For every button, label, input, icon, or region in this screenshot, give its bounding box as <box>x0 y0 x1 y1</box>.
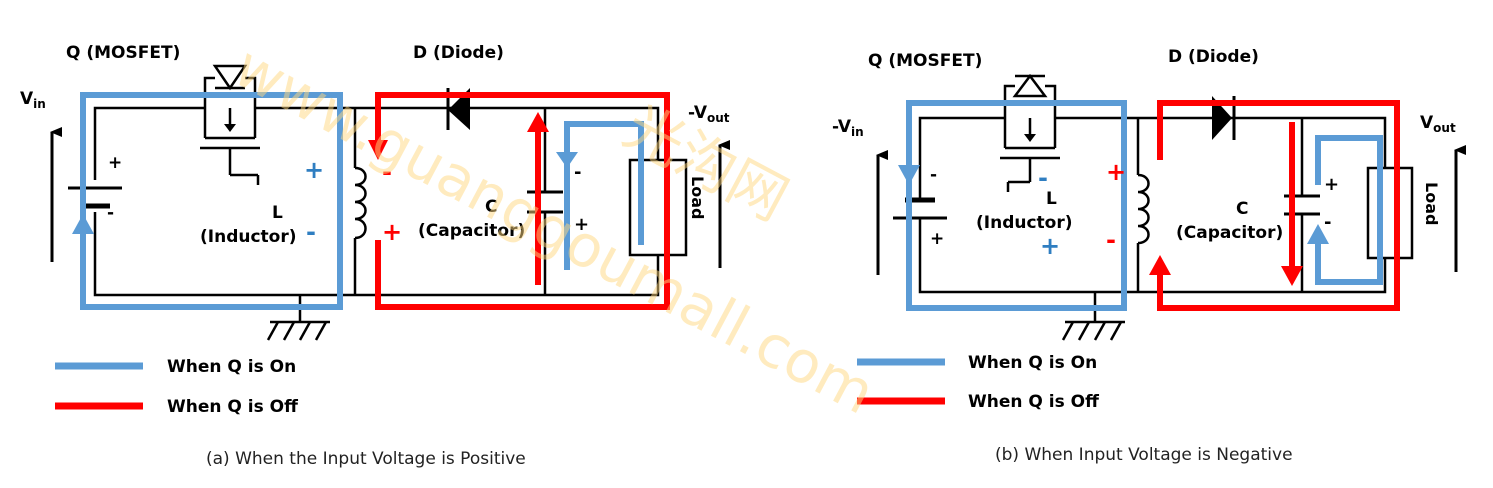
panel-a-battery-plus: + <box>108 153 122 173</box>
panel-b-capacitor-letter: C <box>1236 199 1248 219</box>
panel-a-vout-sub: out <box>707 111 730 125</box>
panel-b-cap-minus: - <box>1324 212 1331 233</box>
panel-a-inductor-red-plus: + <box>382 218 402 246</box>
panel-b-load-label: Load <box>1422 182 1441 225</box>
panel-a-inductor-blue-minus: - <box>306 218 316 246</box>
panel-b-load-resistor <box>1366 166 1414 260</box>
panel-b-inductor-blue-plus: + <box>1040 232 1060 260</box>
panel-b-capacitor-name: (Capacitor) <box>1176 223 1283 243</box>
svg-text:-Vin: -Vin <box>832 117 864 139</box>
panel-b-vout-sub: out <box>1433 121 1456 135</box>
svg-text:Vin: Vin <box>20 89 46 111</box>
panel-a-cap-plus: + <box>574 214 589 235</box>
panel-b-legend-on-label: When Q is On <box>968 353 1097 373</box>
panel-b-vin-label: -V <box>832 117 852 137</box>
panel-a-inductor-red-minus: - <box>382 158 392 186</box>
panel-b-battery-minus: - <box>930 165 937 185</box>
panel-a-mosfet-symbol <box>200 64 260 185</box>
panel-b-on-current-path <box>898 100 1383 311</box>
panel-b-diode-label: D (Diode) <box>1168 47 1259 67</box>
panel-b-inductor-blue-minus: - <box>1038 164 1048 192</box>
panel-b-mosfet-label: Q (MOSFET) <box>868 51 982 71</box>
panel-a-inductor-blue-plus: + <box>304 156 324 184</box>
panel-b-inductor-letter: L <box>1046 189 1057 209</box>
panel-b-vout-label: V <box>1420 113 1434 133</box>
panel-a-legend-on-label: When Q is On <box>167 357 296 377</box>
svg-text:Vout: Vout <box>1420 113 1456 135</box>
panel-a-cap-minus: - <box>574 162 581 183</box>
panel-a-capacitor-symbol <box>527 190 563 214</box>
panel-a-vout-label: -V <box>688 103 708 123</box>
panel-a-inductor-letter: L <box>272 203 283 223</box>
panel-a-legend-off-label: When Q is Off <box>167 397 298 417</box>
panel-b-wires <box>918 116 1387 322</box>
panel-b-ground-symbol <box>1061 320 1125 341</box>
panel-a-vin-sub: in <box>33 97 46 111</box>
panel-b-off-current-path <box>1149 100 1400 311</box>
panel-a-vin-label: V <box>20 89 34 109</box>
panel-a-on-current-path <box>72 92 644 310</box>
panel-a-off-current-path <box>368 92 670 310</box>
panel-a-load-label: Load <box>688 176 707 219</box>
panel-a-battery-minus: - <box>107 203 114 223</box>
panel-b-battery-plus: + <box>930 229 944 249</box>
panel-a-inductor-name: (Inductor) <box>200 227 297 247</box>
panel-b-inductor-red-minus: - <box>1106 226 1116 254</box>
panel-a: Q (MOSFET) D (Diode) Vin -Vout L (Induct… <box>20 43 730 469</box>
panel-a-capacitor-name: (Capacitor) <box>418 221 525 241</box>
panel-b-inductor-name: (Inductor) <box>976 213 1073 233</box>
panel-b-cap-plus: + <box>1324 174 1339 195</box>
panel-a-caption: (a) When the Input Voltage is Positive <box>206 449 526 469</box>
panel-b-inductor-red-plus: + <box>1106 158 1126 186</box>
panel-a-capacitor-letter: C <box>485 197 497 217</box>
panel-a-diode-label: D (Diode) <box>413 43 504 63</box>
panel-a-mosfet-label: Q (MOSFET) <box>66 43 180 63</box>
svg-text:-Vout: -Vout <box>688 103 730 125</box>
panel-b-legend-off-label: When Q is Off <box>968 392 1099 412</box>
panel-a-inductor-symbol <box>354 166 367 240</box>
panel-b-vin-sub: in <box>851 125 864 139</box>
panel-b-mosfet-symbol <box>1000 73 1060 192</box>
panel-b-inductor-symbol <box>1137 173 1150 245</box>
panel-b: Q (MOSFET) D (Diode) -Vin Vout L (Induct… <box>832 47 1466 465</box>
panel-b-caption: (b) When Input Voltage is Negative <box>995 445 1293 465</box>
panel-a-ground-symbol <box>266 320 330 341</box>
watermark-text: www.guanggoumall.com <box>223 32 885 427</box>
panel-b-battery <box>893 197 947 220</box>
watermark: www.guanggoumall.com 光沟网 <box>223 32 885 427</box>
